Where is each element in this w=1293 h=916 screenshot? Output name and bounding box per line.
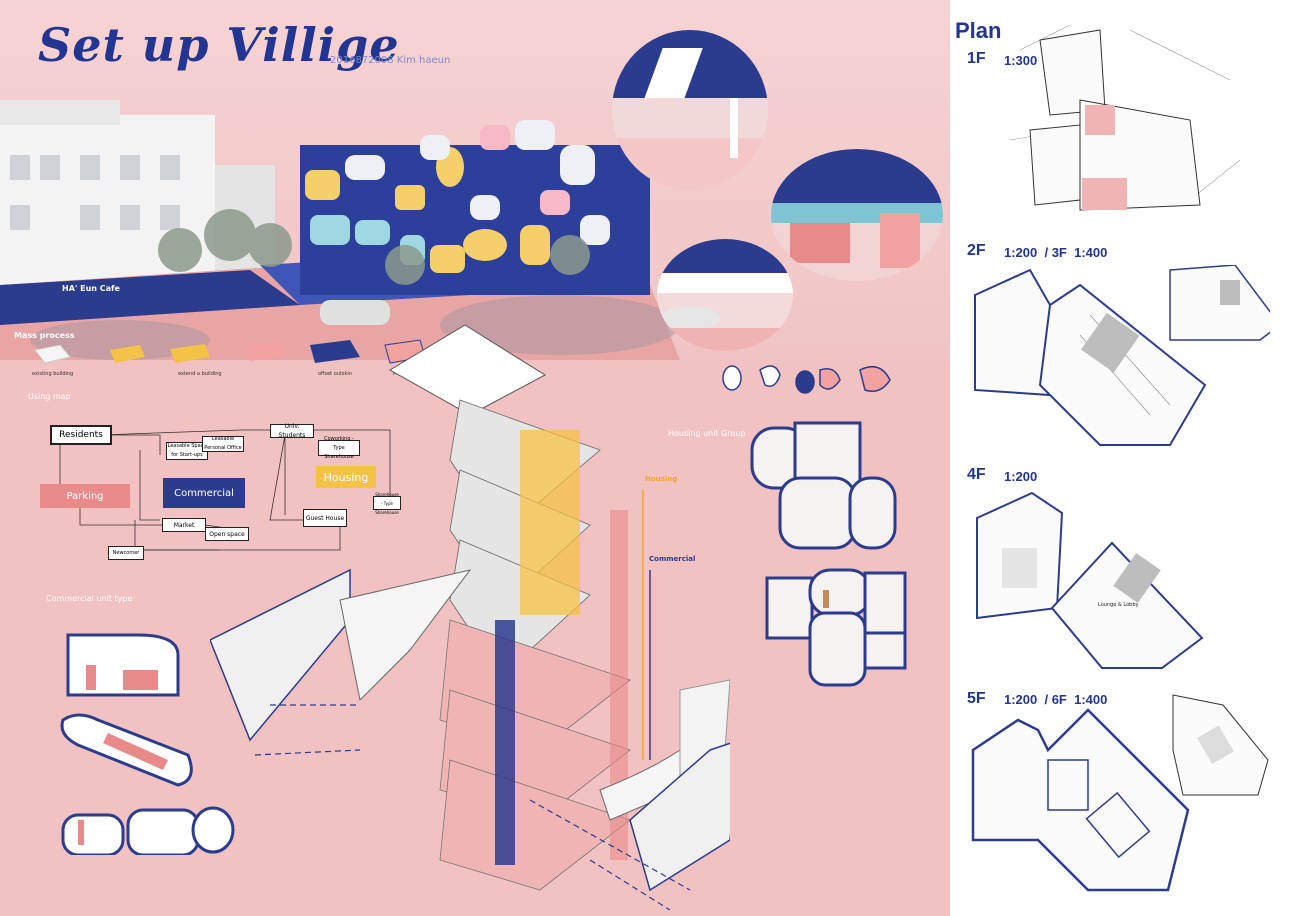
floor-1f-label: 1F bbox=[967, 50, 986, 67]
floor-5f-label: 5F bbox=[967, 690, 986, 707]
housing-unit-icons bbox=[722, 365, 891, 394]
mass-process-label: Mass process bbox=[14, 331, 75, 340]
floor-1f-scale: 1:300 bbox=[1004, 53, 1038, 68]
commercial-unit-type-label: Commercial unit type bbox=[46, 594, 133, 603]
floor-4f-label: 4F bbox=[967, 466, 986, 483]
lounge-lobby-label: Lounge & Lobby bbox=[1098, 602, 1139, 608]
housing-unit-group-label: Housing unit Group bbox=[668, 429, 746, 438]
mass-step-1: existing building bbox=[32, 371, 74, 377]
node-commercial: Commercial bbox=[163, 478, 245, 508]
node-newcomer: Newcomer bbox=[108, 546, 144, 560]
page-title: Set up Villige bbox=[38, 18, 400, 72]
axon-label-housing: Housing bbox=[645, 475, 678, 483]
mass-process-diagram bbox=[34, 339, 426, 364]
floor-2f-label: 2F bbox=[967, 242, 986, 259]
student-id: 2016872008 Kim haeun bbox=[330, 55, 451, 66]
node-market: Market bbox=[162, 518, 206, 532]
floor-4f-scale: 1:200 bbox=[1004, 469, 1038, 484]
node-guest-house: Guest House bbox=[303, 509, 347, 527]
mass-step-2: extend a building bbox=[178, 371, 222, 377]
mass-step-3: offset outskin bbox=[318, 371, 352, 377]
node-parking: Parking bbox=[40, 484, 130, 508]
node-univ-students: Univ. Students bbox=[270, 423, 314, 439]
housing-unit-group-2 bbox=[765, 568, 907, 687]
floor-plan-2f bbox=[974, 265, 1270, 446]
node-open-space: Open space bbox=[205, 527, 249, 541]
floor-5f-scale: 1:200 / 6F 1:400 bbox=[1004, 692, 1108, 707]
cafe-sign: HA' Eun Cafe bbox=[62, 284, 120, 293]
hero-street-rendering bbox=[0, 100, 680, 360]
floor-plan-4f bbox=[976, 491, 1204, 669]
node-housing: Housing bbox=[316, 466, 376, 488]
commercial-unit-type-diagrams bbox=[60, 633, 235, 855]
housing-unit-group-1 bbox=[750, 421, 897, 550]
interior-vignette-3 bbox=[657, 239, 793, 351]
using-map-connectors bbox=[59, 429, 391, 551]
axon-label-commercial: Commercial bbox=[649, 555, 696, 563]
floor-plan-1f bbox=[1010, 24, 1240, 211]
node-residents: Residents bbox=[50, 425, 112, 445]
node-leasable-personal: Leasable Personal Office bbox=[202, 436, 244, 452]
interior-vignette-1 bbox=[612, 30, 768, 190]
interior-vignette-2 bbox=[771, 149, 943, 281]
using-map-label: Using map bbox=[28, 392, 71, 401]
exploded-axonometric bbox=[210, 324, 730, 910]
floor-plan-5f bbox=[971, 694, 1269, 892]
floor-2f-scale: 1:200 / 3F 1:400 bbox=[1004, 245, 1108, 260]
plan-heading: Plan bbox=[955, 18, 1002, 43]
